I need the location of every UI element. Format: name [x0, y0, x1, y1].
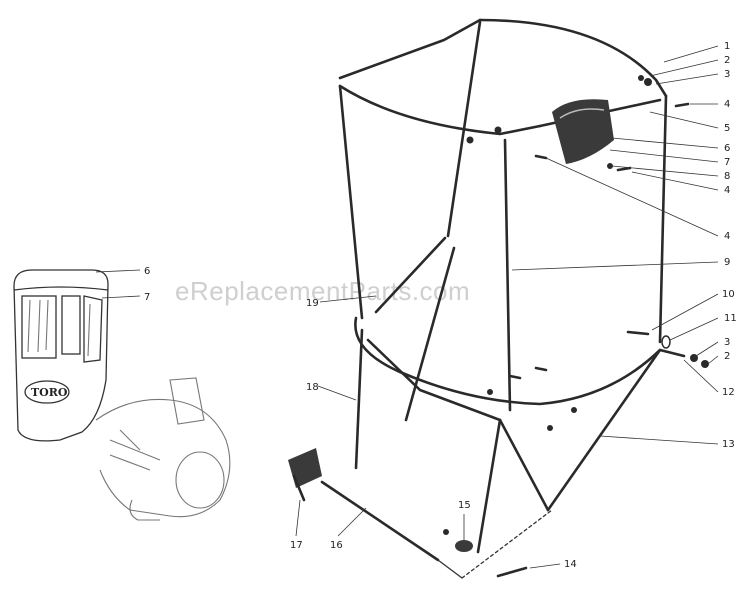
callout-labels: 1 2 3 4 5 6 7 8 4 4 9 10 11 3 2 12 13 14…	[144, 41, 737, 570]
top-rail-right	[478, 18, 668, 98]
bolt-front	[534, 154, 548, 160]
snowthrower-chute	[169, 377, 205, 425]
bolt-10	[626, 330, 650, 336]
bolt-14	[496, 566, 528, 578]
callout-18: 18	[306, 382, 319, 393]
nut-center	[494, 126, 502, 134]
nut-3	[644, 78, 652, 86]
nut-2b	[701, 360, 709, 368]
nut-mid	[487, 389, 493, 395]
nut-low	[547, 425, 553, 431]
cab-front-window-right	[61, 295, 81, 355]
center-rear-upright	[446, 20, 482, 238]
bracket-17-tab	[292, 474, 306, 502]
right-upright	[658, 94, 668, 344]
washer-8	[607, 163, 613, 169]
callout-15: 15	[458, 500, 471, 511]
lower-cross-brace	[366, 338, 502, 422]
leader-lines	[95, 45, 719, 569]
leg-13	[546, 348, 662, 512]
callout-2: 2	[724, 55, 730, 66]
hardware	[288, 75, 709, 578]
front-upright	[503, 138, 512, 412]
snowthrower-wheel	[129, 499, 160, 521]
snowthrower-auger	[175, 451, 225, 509]
inner-strut	[404, 246, 456, 422]
leg-18	[354, 328, 364, 470]
front-leg	[476, 418, 502, 554]
cab-front-window	[21, 295, 57, 359]
callout-6: 6	[724, 143, 730, 154]
callout-16: 16	[330, 540, 343, 551]
bolt-4	[674, 102, 690, 108]
bolt-mid	[534, 366, 548, 372]
cab-brand-label: TORO	[31, 386, 68, 399]
callout-4b: 4	[724, 185, 730, 196]
bracket-17	[288, 448, 322, 488]
cab-shell	[13, 269, 109, 442]
callout-11: 11	[724, 313, 737, 324]
bolt-mid-2	[508, 374, 522, 380]
callout-17: 17	[290, 540, 303, 551]
alignment-line	[461, 509, 553, 579]
window-glare	[27, 299, 91, 357]
nut-low-2	[571, 407, 577, 413]
callout-3b: 3	[724, 337, 730, 348]
callout-4: 4	[724, 99, 730, 110]
top-rail-left	[338, 18, 482, 80]
handle-bars	[109, 429, 161, 471]
cab-side-window	[83, 295, 103, 363]
bolt-4b	[616, 166, 632, 172]
callout-5: 5	[724, 123, 730, 134]
callout-3: 3	[724, 69, 730, 80]
nut-15	[443, 529, 449, 535]
callout-6-inset: 6	[144, 266, 150, 277]
spacer-11	[661, 335, 671, 349]
light-housing	[552, 99, 614, 164]
callout-19: 19	[306, 298, 319, 309]
front-top-bow	[338, 84, 542, 136]
cab-roof-band	[13, 286, 109, 291]
callout-7-inset: 7	[144, 292, 150, 303]
callout-13: 13	[722, 439, 735, 450]
callout-8: 8	[724, 171, 730, 182]
washer-2	[638, 75, 644, 81]
bottom-bar-end	[437, 559, 463, 579]
diagonal-brace-19	[374, 236, 447, 314]
callout-10: 10	[722, 289, 735, 300]
watermark-text: eReplacementParts.com	[175, 276, 470, 306]
light-highlight	[559, 108, 605, 119]
bottom-bar-16	[320, 480, 440, 562]
callout-7: 7	[724, 157, 730, 168]
nut-left	[466, 136, 474, 144]
leg-13-inner	[498, 418, 550, 512]
callout-2b: 2	[724, 351, 730, 362]
snowthrower-housing	[95, 398, 231, 518]
callout-12: 12	[722, 387, 735, 398]
left-rear-upright	[338, 84, 364, 320]
callout-14: 14	[564, 559, 577, 570]
clamp-15	[455, 540, 473, 552]
brand-plate	[24, 380, 70, 404]
lower-bow-12	[354, 316, 686, 406]
callout-4c: 4	[724, 231, 730, 242]
callout-1: 1	[724, 41, 730, 52]
assembled-cab-inset: TORO	[13, 269, 231, 521]
callout-9: 9	[724, 257, 730, 268]
